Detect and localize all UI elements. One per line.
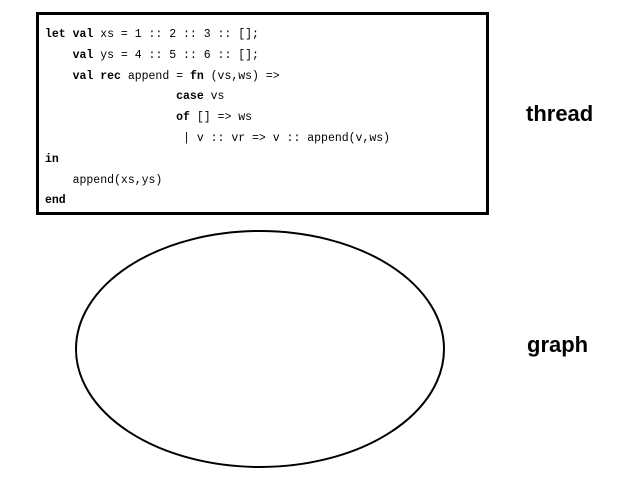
code-panel: let val xs = 1 :: 2 :: 3 :: []; val ys =… — [36, 12, 489, 215]
code-line: val ys = 4 :: 5 :: 6 :: []; — [45, 46, 390, 67]
graph-area — [74, 229, 446, 469]
code-line: append(xs,ys) — [45, 171, 390, 192]
code-text: append(xs,ys) — [45, 173, 163, 187]
code-line: end — [45, 191, 390, 212]
graph-ellipse — [75, 230, 445, 468]
code-line: of [] => ws — [45, 108, 390, 129]
code-line: let val xs = 1 :: 2 :: 3 :: []; — [45, 25, 390, 46]
code-text: [] => ws — [189, 111, 253, 125]
code-keyword: end — [45, 194, 66, 208]
code-text — [45, 111, 176, 124]
graph-label: graph — [527, 332, 589, 357]
code-keyword: case — [176, 90, 204, 104]
code-text — [45, 70, 73, 83]
code-text: (vs,ws) => — [203, 69, 280, 83]
code-text: vs — [203, 90, 225, 104]
code-keyword: in — [45, 152, 59, 166]
thread-label: thread — [526, 101, 594, 126]
code-line: val rec append = fn (vs,ws) => — [45, 67, 390, 88]
code-text — [45, 49, 73, 62]
code-keyword: val — [72, 48, 94, 62]
code-text: append = — [120, 69, 190, 83]
code-text: xs = 1 :: 2 :: 3 :: []; — [93, 28, 259, 41]
code-line: case vs — [45, 87, 390, 108]
code-line: in — [45, 150, 390, 171]
code-text: | v :: vr => v :: append(v,ws) — [45, 131, 391, 145]
code-keyword: val rec — [72, 69, 121, 83]
code-keyword: of — [176, 111, 190, 125]
code-text — [45, 90, 176, 103]
code-keyword: let val — [45, 28, 94, 41]
code-text: ys = 4 :: 5 :: 6 :: []; — [93, 48, 259, 62]
graph-canvas — [75, 230, 445, 468]
code-line: | v :: vr => v :: append(v,ws) — [45, 129, 390, 150]
code-listing: let val xs = 1 :: 2 :: 3 :: []; val ys =… — [45, 25, 390, 212]
code-keyword: fn — [189, 69, 204, 83]
